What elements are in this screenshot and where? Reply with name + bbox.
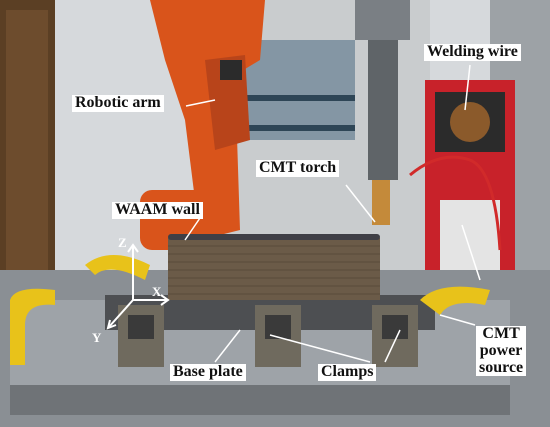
shelving-unit [245, 40, 355, 140]
axis-label-x: X [152, 284, 162, 299]
waam-wall-top [168, 234, 380, 240]
label-cmt-power-source: CMT power source [476, 325, 527, 377]
leader-lines [184, 64, 481, 363]
torch-head [355, 0, 410, 40]
torch-body [368, 40, 398, 180]
shelf [245, 125, 355, 131]
label-welding-wire: Welding wire [424, 43, 521, 61]
table-edge [10, 385, 510, 415]
clamp-left [118, 305, 164, 367]
waam-wall-layers [168, 245, 380, 295]
yellow-hook-left [10, 288, 55, 365]
waam-wall [168, 238, 380, 300]
label-base-plate: Base plate [170, 363, 246, 381]
label-cmt-power-source-line3: source [479, 358, 524, 376]
robotic-arm-motor [220, 60, 242, 80]
cabinet-door [6, 10, 48, 310]
axis-label-z: Z [118, 235, 127, 250]
yellow-hook-right [420, 286, 490, 315]
clamp-center [255, 305, 301, 367]
welding-wire-cable [409, 155, 502, 251]
coordinate-axes [106, 243, 170, 330]
label-cmt-torch: CMT torch [256, 159, 340, 177]
clamp-right [372, 305, 418, 367]
label-clamps: Clamps [318, 363, 377, 381]
label-cmt-power-source-line2: power [479, 341, 523, 359]
axis-label-y: Y [92, 330, 102, 345]
label-waam-wall: WAAM wall [112, 201, 203, 219]
shelf [245, 95, 355, 101]
torch-nozzle [372, 180, 390, 225]
label-cmt-power-source-line1: CMT [482, 325, 520, 342]
wire-spool [450, 102, 490, 142]
label-robotic-arm: Robotic arm [72, 94, 164, 112]
power-source-panel [440, 200, 500, 270]
